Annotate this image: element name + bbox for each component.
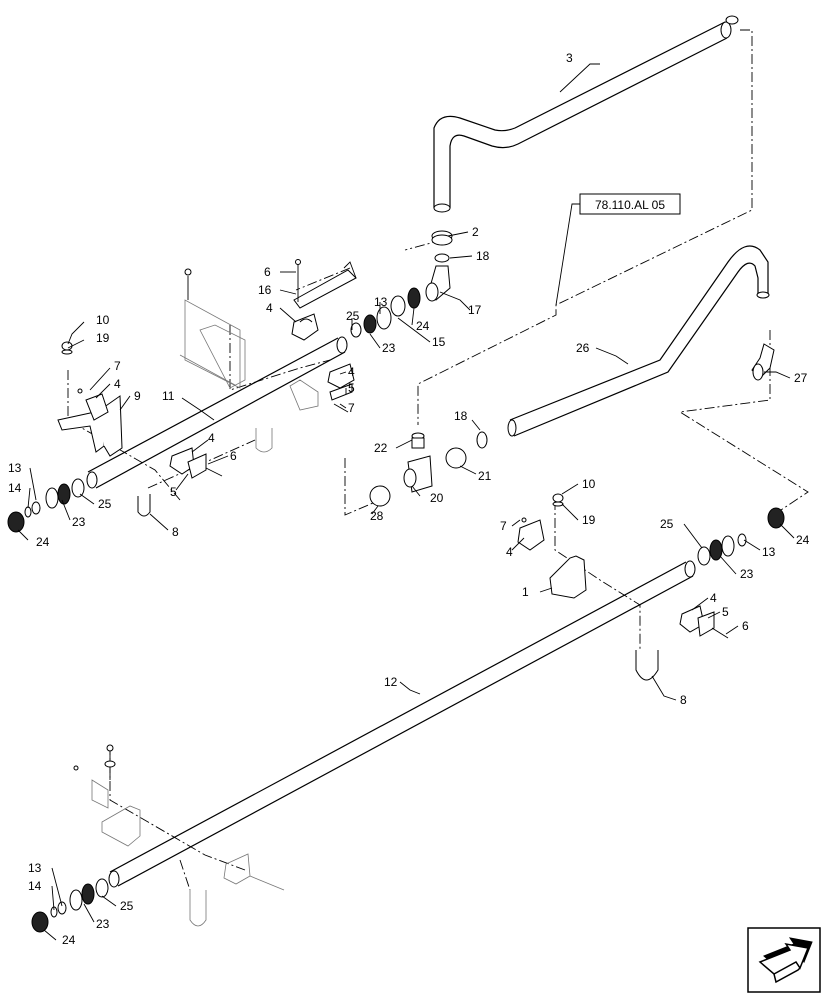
callout-4: 4: [506, 545, 513, 559]
callout-23: 23: [740, 567, 754, 581]
clamp-4-right: [679, 605, 729, 639]
callout-7: 7: [114, 359, 121, 373]
callout-7: 7: [348, 401, 355, 415]
callout-28: 28: [370, 509, 384, 523]
callout-4: 4: [266, 301, 273, 315]
callout-24: 24: [416, 319, 430, 333]
callout-8: 8: [680, 693, 687, 707]
leader-lines: [17, 63, 795, 941]
callout-23: 23: [72, 515, 86, 529]
u-bolt-8-upper: [137, 494, 151, 517]
callout-2: 2: [472, 225, 479, 239]
callout-24: 24: [62, 933, 76, 947]
callout-23: 23: [96, 917, 110, 931]
clamp-4-upper: [291, 313, 319, 341]
callout-23: 23: [382, 341, 396, 355]
callout-26: 26: [576, 341, 590, 355]
callout-3: 3: [566, 51, 573, 65]
end-fittings-12-right: [697, 507, 785, 566]
callout-9: 9: [134, 389, 141, 403]
callout-4: 4: [114, 377, 121, 391]
u-bolt-ghost: [255, 379, 319, 453]
clip-top: [725, 15, 739, 25]
callout-25: 25: [120, 899, 134, 913]
callout-8: 8: [172, 525, 179, 539]
clamp-4-lower11: [169, 447, 223, 479]
pipe-11: [86, 336, 348, 489]
pipe-3: [433, 21, 732, 213]
end-fittings-11: [7, 478, 85, 533]
callout-12: 12: [384, 675, 398, 689]
callout-11: 11: [162, 389, 175, 403]
pipe-26: [507, 245, 770, 437]
callout-4: 4: [208, 431, 215, 445]
callout-10: 10: [582, 477, 596, 491]
callout-25: 25: [660, 517, 674, 531]
callout-5: 5: [170, 485, 177, 499]
clamp-4-mid: [327, 363, 355, 413]
bracket-1: [517, 493, 587, 599]
callout-7: 7: [500, 519, 507, 533]
callouts: 3 2 18 6 16 17 13 25 4 24 23 15 10 19 26…: [8, 51, 810, 947]
callout-5: 5: [348, 381, 355, 395]
callout-4: 4: [348, 365, 355, 379]
callout-24: 24: [36, 535, 50, 549]
callout-13: 13: [8, 461, 22, 475]
callout-19: 19: [582, 513, 596, 527]
callout-6: 6: [742, 619, 749, 633]
callout-15: 15: [432, 335, 446, 349]
callout-20: 20: [430, 491, 444, 505]
callout-13: 13: [374, 295, 388, 309]
reference-box[interactable]: 78.110.AL 05: [555, 193, 681, 306]
bracket-9: [57, 341, 123, 457]
callout-21: 21: [478, 469, 492, 483]
callout-17: 17: [468, 303, 482, 317]
callout-22: 22: [374, 441, 388, 455]
callout-4: 4: [710, 591, 717, 605]
callout-16: 16: [258, 283, 272, 297]
end-fittings-12-left: [31, 878, 109, 933]
callout-18: 18: [476, 249, 490, 263]
tee-assembly: [369, 431, 488, 507]
mount-lower-left: [73, 744, 285, 927]
callout-6: 6: [264, 265, 271, 279]
callout-5: 5: [722, 605, 729, 619]
elbow-27: [751, 343, 775, 381]
mount-plate-left: [179, 268, 246, 389]
callout-25: 25: [98, 497, 112, 511]
callout-25: 25: [346, 309, 360, 323]
callout-10: 10: [96, 313, 110, 327]
pipe-12: [108, 560, 696, 888]
callout-27: 27: [794, 371, 808, 385]
next-page-arrow-icon[interactable]: [747, 927, 821, 993]
callout-19: 19: [96, 331, 110, 345]
callout-13: 13: [762, 545, 776, 559]
bracket-16: [293, 259, 357, 309]
fitting-group-upper: [350, 230, 453, 338]
callout-13: 13: [28, 861, 42, 875]
callout-1: 1: [522, 585, 529, 599]
callout-18: 18: [454, 409, 468, 423]
reference-box-label: 78.110.AL 05: [595, 198, 665, 212]
callout-6: 6: [230, 449, 237, 463]
callout-14: 14: [28, 879, 42, 893]
callout-24: 24: [796, 533, 810, 547]
u-bolt-8-lower: [635, 650, 659, 681]
callout-14: 14: [8, 481, 22, 495]
